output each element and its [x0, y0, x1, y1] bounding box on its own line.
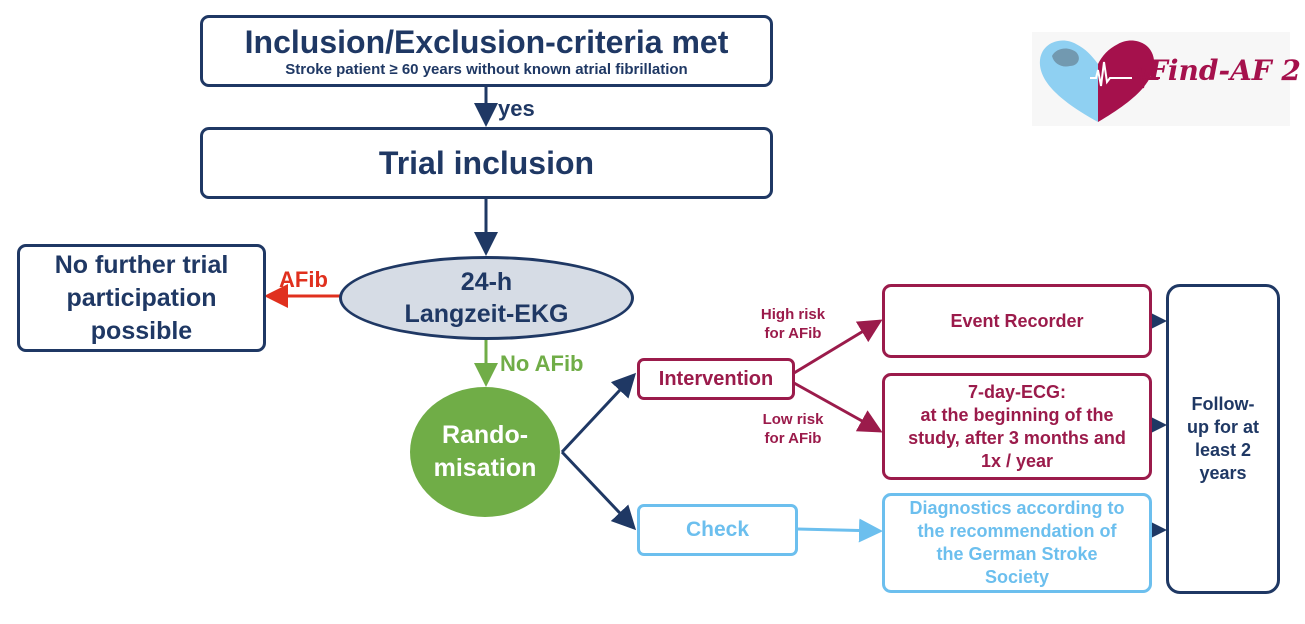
- randomisation-circle: Rando- misation: [410, 387, 560, 517]
- diagnostics-line-3: the German Stroke: [936, 544, 1098, 564]
- intervention-label: Intervention: [658, 367, 774, 390]
- trial-inclusion-label: Trial inclusion: [378, 144, 595, 181]
- event-recorder-label: Event Recorder: [950, 310, 1084, 331]
- no-further-line-1: No further trial: [54, 250, 229, 279]
- high-risk-label: High risk for AFib: [748, 306, 838, 344]
- no-further-line-2: participation: [66, 283, 217, 312]
- followup-line-1: Follow-: [1191, 394, 1255, 414]
- find-af-2-logo: Find-AF 2: [1032, 32, 1301, 126]
- check-label: Check: [685, 518, 750, 541]
- no-further-participation-box: No further trial participation possible: [17, 244, 266, 352]
- ekg-ellipse: 24-h Langzeit-EKG: [339, 256, 634, 340]
- randomisation-line-2: misation: [433, 454, 537, 482]
- logo-text: Find-AF 2: [1148, 54, 1301, 87]
- arrow-intervention-to-event: [793, 319, 883, 375]
- follow-up-box: Follow- up for at least 2 years: [1166, 284, 1280, 594]
- event-recorder-box: Event Recorder: [882, 284, 1152, 358]
- followup-line-3: least 2: [1194, 440, 1252, 460]
- low-risk-line-1: Low risk: [762, 411, 824, 428]
- low-risk-label: Low risk for AFib: [748, 411, 838, 449]
- arrow-check-to-diagnostics: [796, 518, 883, 543]
- randomisation-line-1: Rando-: [441, 421, 529, 449]
- diagnostics-line-4: Society: [984, 567, 1050, 587]
- arrow-rando-to-intervention: [560, 372, 637, 454]
- diagnostics-line-2: the recommendation of: [917, 521, 1117, 541]
- no-afib-label: No AFib: [500, 351, 584, 376]
- followup-line-4: years: [1199, 463, 1247, 483]
- diagnostics-line-1: Diagnostics according to: [909, 498, 1125, 518]
- high-risk-line-2: for AFib: [764, 324, 822, 342]
- seven-day-ecg-box: 7-day-ECG: at the beginning of the study…: [882, 373, 1152, 480]
- inclusion-title: Inclusion/Exclusion-criteria met: [244, 23, 729, 60]
- inclusion-criteria-box: Inclusion/Exclusion-criteria met Stroke …: [200, 15, 773, 87]
- followup-line-2: up for at: [1187, 417, 1259, 437]
- diagnostics-box: Diagnostics according to the recommendat…: [882, 493, 1152, 593]
- ecg7-line-4: 1x / year: [980, 450, 1054, 471]
- afib-label: AFib: [279, 267, 328, 292]
- ekg-line-2: Langzeit-EKG: [404, 300, 569, 328]
- check-box: Check: [637, 504, 798, 556]
- heart-brain-icon: [1039, 40, 1160, 122]
- trial-inclusion-box: Trial inclusion: [200, 127, 773, 199]
- low-risk-line-2: for AFib: [764, 429, 822, 447]
- arrow-rando-to-check: [560, 450, 637, 531]
- ecg7-line-3: study, after 3 months and: [908, 427, 1126, 448]
- ekg-line-1: 24-h: [460, 268, 513, 296]
- yes-label: yes: [498, 96, 535, 121]
- high-risk-line-1: High risk: [760, 306, 826, 323]
- inclusion-subtitle: Stroke patient ≥ 60 years without known …: [285, 60, 688, 78]
- ecg7-line-2: at the beginning of the: [920, 404, 1114, 425]
- no-further-line-3: possible: [90, 316, 193, 345]
- arrow-intervention-to-ecg7: [793, 381, 883, 433]
- intervention-box: Intervention: [637, 358, 795, 400]
- ecg7-line-1: 7-day-ECG:: [967, 381, 1066, 402]
